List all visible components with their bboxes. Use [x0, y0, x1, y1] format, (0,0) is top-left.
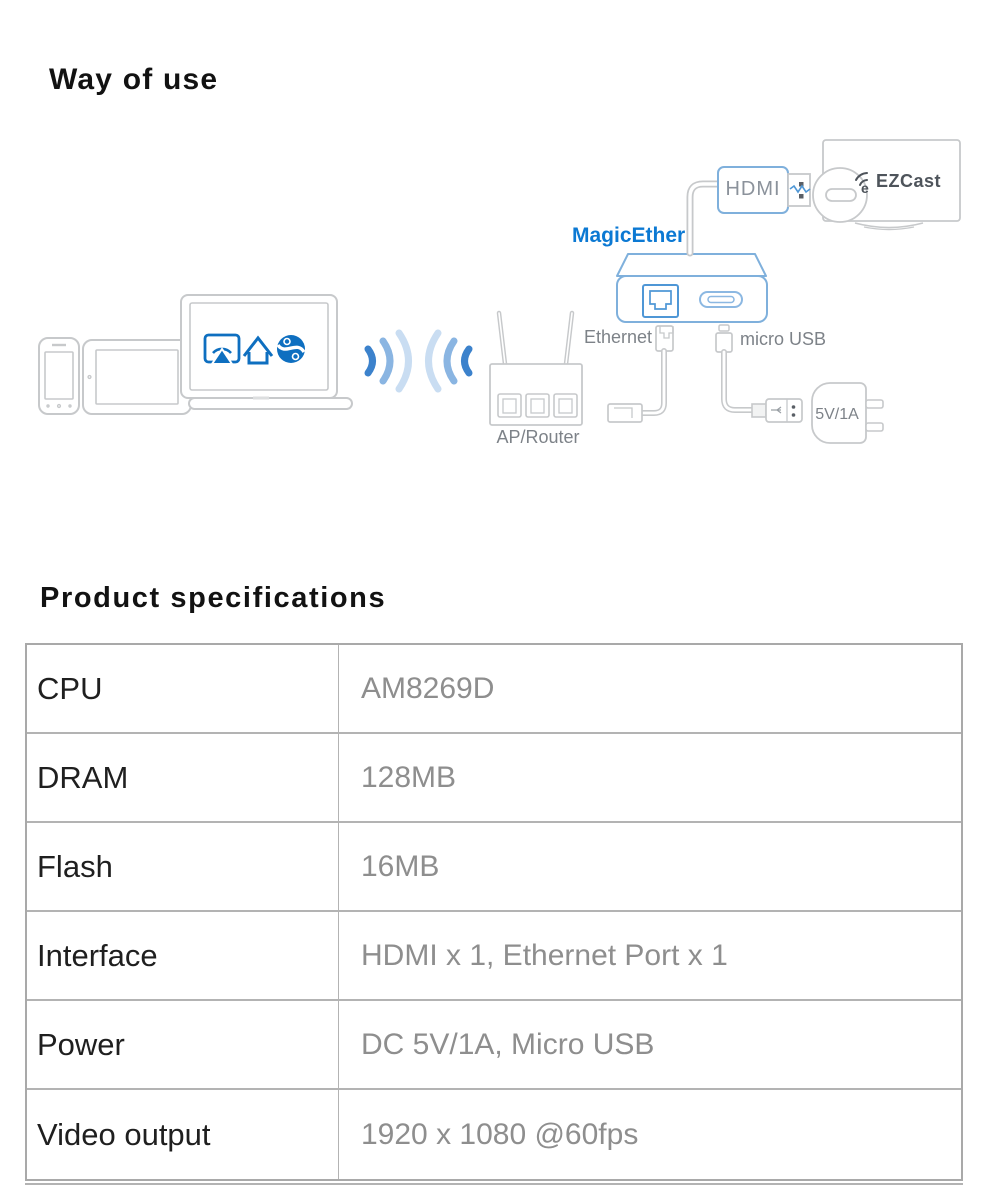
ethernet-cable [607, 325, 674, 423]
spec-value-cell: AM8269D [361, 671, 495, 705]
cast-sphere-icon [276, 335, 306, 363]
spec-row-interface: Interface HDMI x 1, Ethernet Port x 1 [27, 912, 961, 1001]
spec-row-power: Power DC 5V/1A, Micro USB [27, 1001, 961, 1090]
micro-usb-cable [715, 324, 884, 444]
magicether-label: MagicEther [572, 224, 686, 247]
power-adapter-icon [811, 382, 884, 444]
laptop-icon [180, 294, 353, 410]
hdmi-dongle-label: HDMI [725, 178, 781, 200]
magicether-device [616, 253, 768, 323]
hdmi-cable [686, 180, 722, 257]
spec-label-cell: Flash [27, 823, 339, 910]
hdmi-dongle [717, 166, 811, 214]
spec-label-cell: CPU [27, 645, 339, 732]
ap-router-label: AP/Router [496, 427, 580, 447]
ezcast-label: EZCast [876, 171, 942, 191]
home-icon [242, 335, 274, 365]
way-of-use-diagram: e [38, 139, 961, 444]
micro-usb-port-icon [699, 291, 743, 308]
spec-table: CPU AM8269D DRAM 128MB Flash 16MB Interf… [25, 643, 963, 1181]
spec-label-cell: Interface [27, 912, 339, 999]
ethernet-label: Ethernet [584, 327, 653, 347]
spec-value-cell: HDMI x 1, Ethernet Port x 1 [361, 938, 728, 972]
usb-a-plug-icon [751, 398, 803, 423]
next-row-top-border [25, 1183, 963, 1185]
spec-label-cell: DRAM [27, 734, 339, 821]
tv-stand-icon [854, 222, 924, 229]
power-adapter-label: 5V/1A [815, 406, 859, 423]
hdmi-socket-circle-icon [812, 167, 868, 223]
spec-row-flash: Flash 16MB [27, 823, 961, 912]
wifi-waves-icon [364, 329, 473, 393]
spec-label-cell: Video output [27, 1090, 339, 1179]
spec-row-video-output: Video output 1920 x 1080 @60fps [27, 1090, 961, 1179]
spec-row-cpu: CPU AM8269D [27, 645, 961, 734]
plug-in-zigzag-icon [789, 184, 811, 194]
product-specifications-heading: Product specifications [40, 582, 387, 614]
spec-value-cell: 128MB [361, 760, 457, 794]
spec-value-cell: DC 5V/1A, Micro USB [361, 1027, 655, 1061]
ethernet-port-icon [642, 284, 679, 318]
spec-value-cell: 1920 x 1080 @60fps [361, 1117, 639, 1151]
ezcast-logo-arcs-icon [855, 172, 868, 186]
tablet-icon [82, 339, 192, 415]
rj45-plug-icon [607, 403, 643, 423]
micro-usb-label: micro USB [740, 329, 827, 349]
tv-icon [812, 139, 961, 231]
spec-value-cell: 16MB [361, 849, 440, 883]
way-of-use-heading: Way of use [49, 63, 219, 96]
ezcast-logo-e: e [861, 180, 869, 196]
screen-mirroring-icon [203, 333, 241, 365]
spec-row-dram: DRAM 128MB [27, 734, 961, 823]
phone-icon [38, 337, 80, 415]
spec-label-cell: Power [27, 1001, 339, 1088]
router-icon [489, 310, 583, 426]
